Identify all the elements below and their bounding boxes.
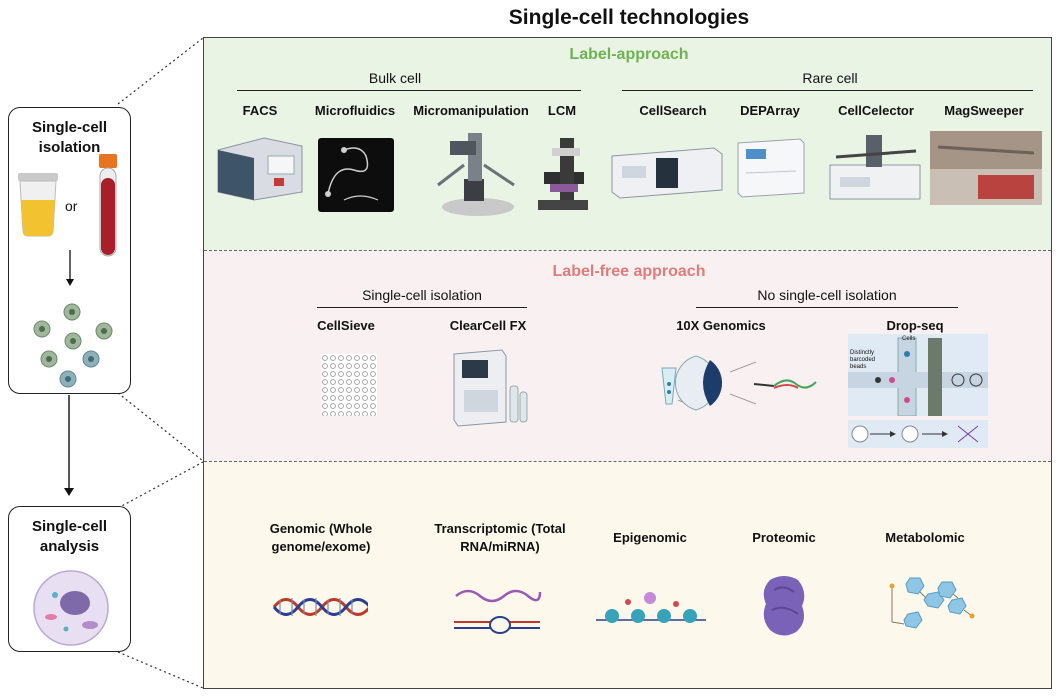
urine-cup-icon <box>18 173 58 237</box>
or-label: or <box>65 198 78 214</box>
isolation-label: Single-cell isolation <box>31 119 108 156</box>
label-free-heading: Label-free approach <box>552 263 706 280</box>
protein-icon <box>763 576 805 636</box>
no-single-cell-isolation-group-label: No single-cell isolation <box>757 287 897 303</box>
cells-icon <box>33 303 113 388</box>
10x-genomics-schematic-image <box>661 355 817 411</box>
tech-lcm: LCM <box>547 103 577 118</box>
bulk-cell-group-line <box>237 90 581 91</box>
omic-genomic-label: Genomic (Whole genome/exome) <box>269 521 373 554</box>
tech-drop-seq: Drop-seq <box>886 318 944 333</box>
single-cell-analysis-box: Single-cell analysis <box>8 506 131 652</box>
omic-proteomic-label: Proteomic <box>752 530 816 545</box>
tech-10x-genomics: 10X Genomics <box>676 318 766 333</box>
tech-cellcelector: CellCelector <box>838 103 914 118</box>
section-divider <box>204 250 1051 251</box>
clearcell-fx-instrument-image <box>453 349 528 427</box>
analysis-label: Single-cell analysis <box>31 518 108 555</box>
rare-cell-group-label: Rare cell <box>802 70 858 86</box>
magsweeper-instrument-image <box>930 131 1042 205</box>
microfluidics-chip-image <box>318 138 394 212</box>
section-divider <box>204 461 1051 462</box>
omic-metabolomic-label: Metabolomic <box>885 530 965 545</box>
omic-epigenomic-label: Epigenomic <box>613 530 687 545</box>
cell-icon <box>33 570 109 646</box>
omic-transcriptomic-label: Transcriptomic (Total RNA/miRNA) <box>434 521 566 554</box>
analysis-band <box>204 462 1051 688</box>
label-approach-heading: Label-approach <box>569 46 689 63</box>
tech-deparray: DEPArray <box>740 103 800 118</box>
drop-seq-beads-label: Distinctly barcoded beads <box>850 350 876 370</box>
rare-cell-group-line <box>622 90 1033 91</box>
rna-strands-icon <box>454 589 542 634</box>
epigenomic-nucleosome-icon <box>596 592 706 623</box>
drop-seq-cells-label: Cells <box>902 336 916 342</box>
tech-cellsieve: CellSieve <box>317 318 375 333</box>
sample-tubes-illustration <box>18 154 117 388</box>
dna-helix-icon <box>272 598 368 616</box>
tech-facs: FACS <box>242 103 278 118</box>
no-single-cell-isolation-group-line <box>696 307 958 308</box>
drop-seq-channels <box>848 337 988 416</box>
deparray-instrument-image <box>737 138 805 198</box>
micromanipulation-rig-image <box>437 133 515 216</box>
blood-tube-icon <box>99 154 117 257</box>
facs-instrument-image <box>217 137 303 201</box>
single-cell-isolation-group-line <box>317 307 527 308</box>
tech-clearcell-fx: ClearCell FX <box>449 318 527 333</box>
drop-seq-schematic: Cells Distinctly barcoded beads <box>848 334 988 416</box>
single-cell-isolation-box: Single-cell isolation or <box>8 107 131 394</box>
cellsieve-filter-image <box>321 354 377 416</box>
metabolite-icon <box>889 577 975 629</box>
tech-micromanipulation: Micromanipulation <box>413 103 529 118</box>
cellcelector-instrument-image <box>829 135 921 200</box>
diagram-title: Single-cell technologies <box>508 6 750 29</box>
drop-seq-workflow-image <box>848 420 988 448</box>
tech-microfluidics: Microfluidics <box>314 103 396 118</box>
tech-magsweeper: MagSweeper <box>944 103 1024 118</box>
tech-cellsearch: CellSearch <box>639 103 707 118</box>
main-frame <box>203 37 1052 689</box>
single-cell-isolation-group-label: Single-cell isolation <box>362 287 482 303</box>
bulk-cell-group-label: Bulk cell <box>368 70 422 86</box>
cellsearch-instrument-image <box>611 147 723 199</box>
lcm-microscope-image <box>538 138 588 210</box>
